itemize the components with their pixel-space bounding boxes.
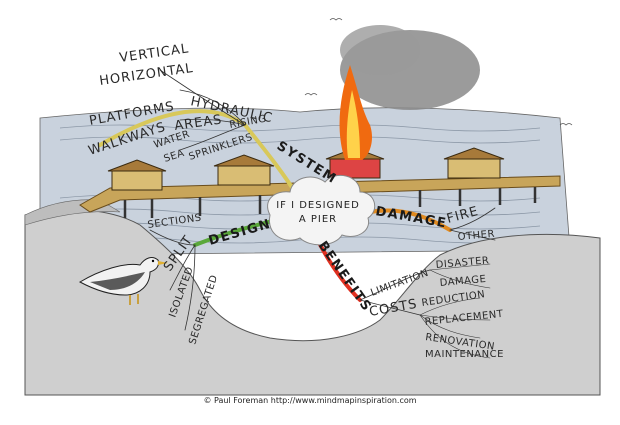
pier bbox=[79, 147, 561, 218]
maintenance-label: MAINTENANCE bbox=[425, 349, 504, 360]
central-title-line1: IF I DESIGNED bbox=[276, 200, 360, 211]
seagull bbox=[78, 257, 168, 305]
central-title-line2: A PIER bbox=[299, 214, 337, 225]
fire-smoke bbox=[339, 25, 480, 160]
seagulls-sky bbox=[304, 18, 573, 126]
land-foreground bbox=[24, 208, 601, 396]
credit-text: © Paul Foreman http://www.mindmapinspira… bbox=[203, 396, 417, 405]
areas-label: AREAS bbox=[173, 112, 223, 134]
other-label: OTHER bbox=[457, 229, 495, 243]
disaster-label: DISASTER bbox=[435, 255, 490, 271]
central-cloud bbox=[267, 174, 376, 246]
damage-sub-label: DAMAGE bbox=[439, 274, 487, 289]
horizontal-label: HORIZONTAL bbox=[98, 61, 194, 89]
